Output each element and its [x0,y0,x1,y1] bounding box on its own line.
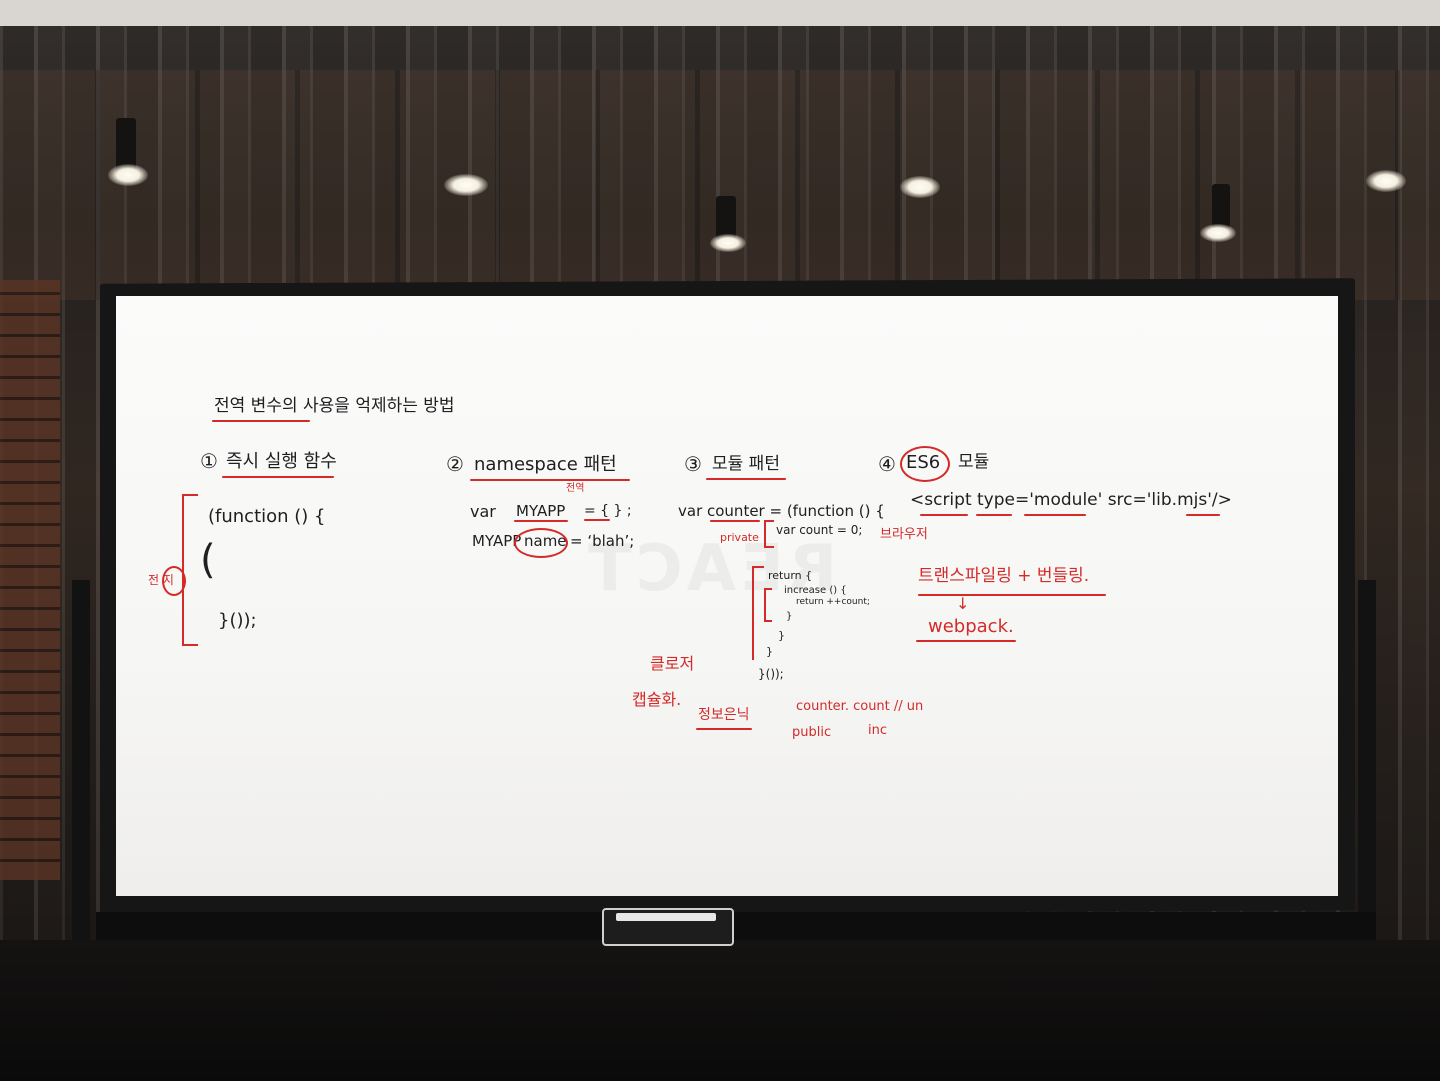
mjs-underline [1186,514,1220,516]
close-brace-1: } [786,611,793,622]
browser-note: 브라우저 [880,527,928,542]
whiteboard: REACT [116,296,1338,896]
return-line: return { [768,569,813,582]
section3-number: ③ [684,452,702,476]
ceiling-lamp [108,164,148,186]
transpile-underline [918,594,1106,596]
section1-underline [222,476,334,478]
section3-code-line1: var counter = (function () { [678,502,885,520]
ceiling-lamp [900,176,940,198]
floor [0,940,1440,1081]
title-underline [212,420,310,422]
ceiling-lamp [1200,224,1236,242]
script-underline [920,514,968,516]
section3-underline [706,478,786,480]
private-bracket [764,520,774,548]
section1-code-paren: ( [200,537,216,583]
marker-tray [96,912,1376,940]
increase-line: increase () { [784,585,847,596]
assign-underline [584,519,610,521]
section4-number: ④ [878,452,896,476]
board-stand-right [1358,580,1376,940]
section1-number: ① [200,449,218,473]
return-count-line: return ++count; [796,597,870,607]
section1-code-end: }()); [218,610,257,631]
ceiling-lamp-shade [116,118,136,178]
module-underline [1024,514,1086,516]
section2-assign: = { } ; [584,503,632,519]
section2-underline [470,479,630,481]
section3-code-line2: var count = 0; [776,523,863,537]
name-circle [514,528,568,558]
counter-count-note: counter. count // un [796,699,924,714]
section2-line2-rest: = ‘blah’; [570,532,635,550]
section2-var: var [470,502,496,521]
close-brace-4: }()); [758,667,784,681]
type-underline [976,514,1012,516]
transpile-note: 트랜스파일링 + 번들링. [918,566,1090,586]
section3-heading: 모듈 패턴 [712,454,780,474]
ceiling [0,0,1440,26]
section1-bracket [182,494,198,646]
close-brace-2: } [778,629,785,642]
wood-wall-panels [0,70,1440,300]
section2-myapp: MYAPP [516,502,566,520]
brick-wall [0,280,60,880]
myapp-underline [514,520,568,522]
section1-heading: 즉시 실행 함수 [226,451,337,472]
section2-number: ② [446,452,464,476]
section4-heading-rest: 모듈 [958,452,990,472]
info-hiding-underline [696,728,752,730]
section1-code-line1: (function () { [208,506,326,527]
script-tag: <script type='module' src='lib.mjs'/> [910,490,1232,510]
section2-line2-myapp: MYAPP [472,532,522,550]
increase-bracket [764,588,772,622]
eraser-label [616,913,716,921]
encapsulation-note: 캡슐화. [632,690,682,709]
section2-heading: namespace 패턴 [474,454,617,475]
inc-note: inc [868,723,887,738]
counter-underline [710,520,760,522]
side-note-circle [162,566,186,596]
ceiling-lamp-shade [1212,184,1230,228]
ceiling-lamp [710,234,746,252]
return-bracket [752,566,764,660]
closure-note: 클로저 [650,654,695,673]
section2-global-note: 전역 [566,483,585,494]
board-title: 전역 변수의 사용을 억제하는 방법 [214,396,455,416]
arrow-down: ↓ [956,594,970,613]
public-note: public [792,725,832,740]
ceiling-lamp [1366,170,1406,192]
ceiling-lamp-shade [716,196,736,240]
ceiling-lamp [444,174,488,196]
board-stand-left [72,580,90,940]
private-label: private [720,531,759,544]
es6-circle [900,446,950,482]
info-hiding-note: 정보은닉 [698,707,750,723]
close-brace-3: } [766,645,773,658]
webpack-underline [916,640,1016,642]
webpack-note: webpack. [928,616,1014,637]
